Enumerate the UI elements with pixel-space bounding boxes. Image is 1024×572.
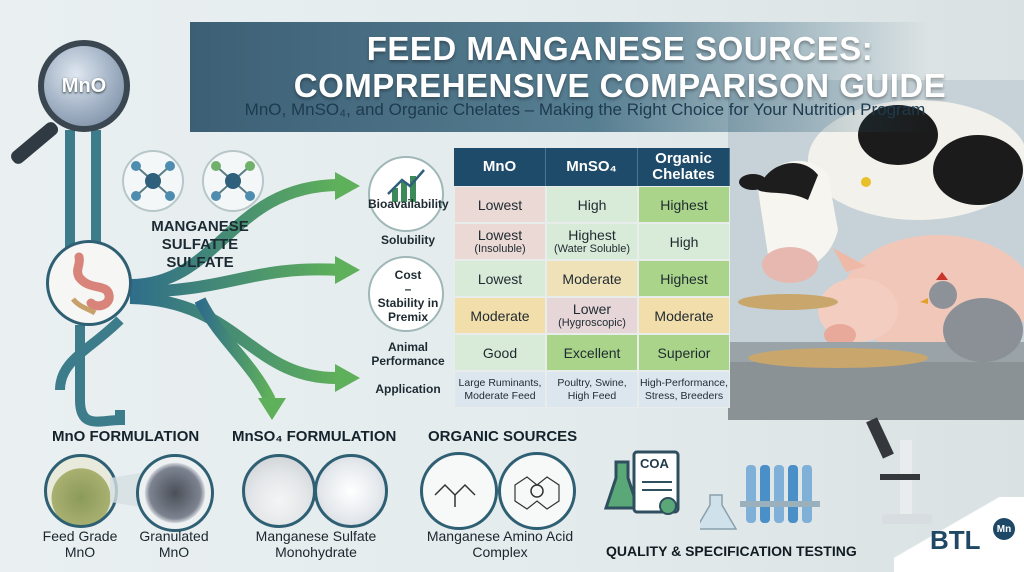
feed-grade-mno-image	[44, 454, 118, 528]
table-cell: Lowest	[454, 260, 546, 297]
table-cell-sub: Stress, Breeders	[644, 389, 724, 402]
table-header: Organic Chelates	[638, 148, 730, 186]
title-line-2: COMPREHENSIVE COMPARISON GUIDE	[293, 67, 947, 104]
table-cell-sub: High Feed	[567, 389, 617, 402]
manganese-sulfate-caption: Manganese Sulfate Monohydrate	[255, 528, 377, 560]
table-cell-main: Highest	[660, 196, 708, 213]
title-banner	[190, 22, 930, 132]
table-cell-main: High	[669, 233, 699, 250]
criteria-solubility: Solubility	[381, 233, 435, 247]
table-cell-main: Moderate	[654, 307, 714, 324]
table-cell: Poultry, Swine,High Feed	[546, 371, 638, 408]
table-cell-sub: (Water Soluble)	[553, 242, 630, 255]
manganese-sulfate-label: MANGANESE SULFATTE SULFATE	[151, 218, 249, 271]
table-cell: Excellent	[546, 334, 638, 371]
title-line-1: FEED MANGANESE SOURCES:	[366, 30, 874, 67]
table-cell: Good	[454, 334, 546, 371]
bioavailability-icon	[368, 156, 444, 232]
table-cell: High-Performance,Stress, Breeders	[638, 371, 730, 408]
table-cell: Highest	[638, 186, 730, 223]
criteria-bioavailability: Bioavailability	[368, 197, 449, 211]
table-cell: Superior	[638, 334, 730, 371]
table-cell: Large Ruminants,Moderate Feed	[454, 371, 546, 408]
amino-acid-caption: Manganese Amino Acid Complex	[426, 528, 574, 560]
table-cell-main: Lowest	[477, 270, 523, 287]
table-cell-main: Good	[482, 344, 518, 361]
table-cell: Lowest	[454, 186, 546, 223]
amino-acid-structure-icon	[420, 452, 498, 530]
molecule-icon	[202, 150, 264, 212]
cost-stability-bubble	[368, 256, 444, 332]
criteria-stability: Stability in Premix	[377, 296, 439, 324]
table-cell: Moderate	[546, 260, 638, 297]
test-tubes-icon	[700, 465, 820, 530]
table-cell: Lowest(Insoluble)	[454, 223, 546, 260]
molecule-icon	[122, 150, 184, 212]
page-title: FEED MANGANESE SOURCES: COMPREHENSIVE CO…	[240, 30, 1000, 104]
table-header: MnSO₄	[546, 148, 638, 186]
table-header: MnO	[454, 148, 546, 186]
table-cell: Highest	[638, 260, 730, 297]
criteria-dash: –	[404, 282, 412, 296]
table-cell-main: Lowest	[477, 226, 523, 243]
table-cell-sub: (Insoluble)	[474, 242, 526, 255]
criteria-animal-performance: Animal Performance	[371, 340, 445, 368]
digestive-system-icon	[46, 240, 132, 326]
table-cell-main: High	[577, 196, 607, 213]
brand-mn-badge: Mn	[993, 518, 1015, 540]
livestock-photo	[728, 80, 1024, 420]
coa-label: COA	[640, 456, 669, 471]
criteria-cost: Cost	[394, 268, 422, 282]
granulated-mno-caption: Granulated MnO	[139, 528, 209, 560]
organic-sources-title: ORGANIC SOURCES	[428, 428, 578, 445]
table-cell-main: Superior	[657, 344, 711, 361]
table-cell: High	[638, 223, 730, 260]
granulated-mno-image	[136, 454, 214, 532]
table-cell-main: Moderate	[470, 307, 530, 324]
table-cell: Moderate	[454, 297, 546, 334]
feed-grade-mno-caption: Feed Grade MnO	[42, 528, 118, 560]
quality-testing-label: QUALITY & SPECIFICATION TESTING	[606, 543, 857, 559]
table-cell: Moderate	[638, 297, 730, 334]
page-subtitle: MnO, MnSO₄, and Organic Chelates – Makin…	[244, 100, 926, 119]
table-cell-main: Excellent	[563, 344, 621, 361]
table-cell-main: Large Ruminants,	[458, 376, 542, 389]
chelate-structure-icon	[498, 452, 576, 530]
coa-document-icon	[603, 450, 680, 515]
table-cell-main: Highest	[660, 270, 708, 287]
mnso4-formulation-title: MnSO₄ FORMULATION	[232, 428, 397, 445]
table-cell-main: Lower	[572, 300, 612, 317]
manganese-sulfate-powder-image	[242, 454, 316, 528]
table-cell: Lower(Hygroscopic)	[546, 297, 638, 334]
table-cell-main: Highest	[568, 226, 616, 243]
table-cell: High	[546, 186, 638, 223]
criteria-application: Application	[375, 382, 441, 396]
table-cell: Highest(Water Soluble)	[546, 223, 638, 260]
table-cell-main: Poultry, Swine,	[557, 376, 627, 389]
manganese-sulfate-crystals-image	[314, 454, 388, 528]
brand-logo: BTL	[930, 525, 981, 555]
table-cell-main: High-Performance,	[639, 376, 729, 389]
magnifier-mno-icon: MnO	[38, 40, 130, 132]
table-cell-main: Moderate	[562, 270, 622, 287]
magnifier-label: MnO	[61, 74, 107, 97]
table-cell-sub: (Hygroscopic)	[558, 316, 626, 329]
mno-formulation-title: MnO FORMULATION	[52, 428, 200, 445]
table-cell-main: Lowest	[477, 196, 523, 213]
table-cell-sub: Moderate Feed	[464, 389, 536, 402]
